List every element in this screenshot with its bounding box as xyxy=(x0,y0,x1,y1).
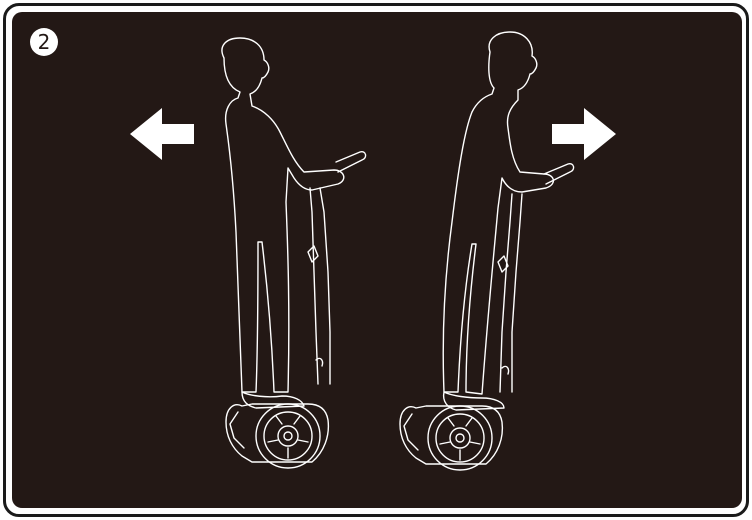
illustration-panel: 2 xyxy=(12,12,742,508)
arrow-left-icon xyxy=(130,108,194,160)
rider-leaning-back xyxy=(222,38,366,468)
person-icon xyxy=(222,38,344,408)
instruction-illustration xyxy=(12,12,742,508)
arrow-right-icon xyxy=(552,108,616,160)
person-icon xyxy=(443,32,553,410)
segway-icon xyxy=(400,164,574,470)
segway-icon xyxy=(226,152,366,468)
rider-leaning-forward xyxy=(400,32,574,470)
